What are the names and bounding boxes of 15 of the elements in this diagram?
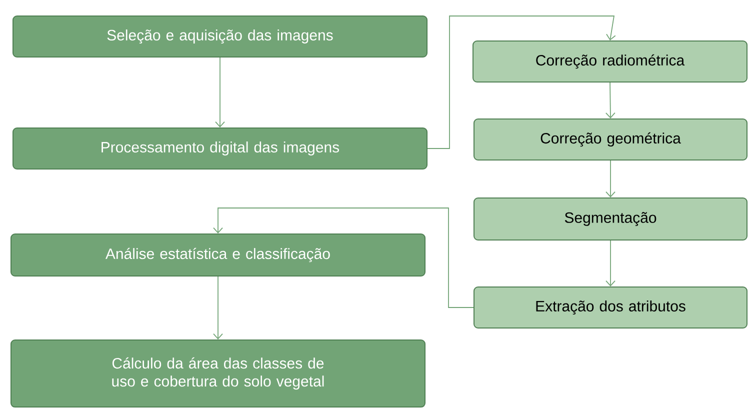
process-box: Cálculo da área das classes de uso e cobertura do solo vegetal xyxy=(10,340,426,408)
arrow xyxy=(606,160,616,198)
arrow xyxy=(213,276,223,340)
step-box: Extração dos atributos xyxy=(474,286,748,328)
arrow xyxy=(213,208,474,308)
arrow xyxy=(606,240,616,286)
arrow xyxy=(605,82,616,118)
process-box: Seleção e aquisição das imagens xyxy=(12,16,428,58)
process-box: Processamento digital das imagens xyxy=(12,128,428,170)
step-box: Segmentação xyxy=(474,198,748,240)
step-box: Correção geométrica xyxy=(474,118,748,160)
arrow xyxy=(215,57,225,128)
arrow xyxy=(427,16,616,149)
step-box: Correção radiométrica xyxy=(472,40,748,82)
process-box: Análise estatística e classificação xyxy=(10,234,426,276)
